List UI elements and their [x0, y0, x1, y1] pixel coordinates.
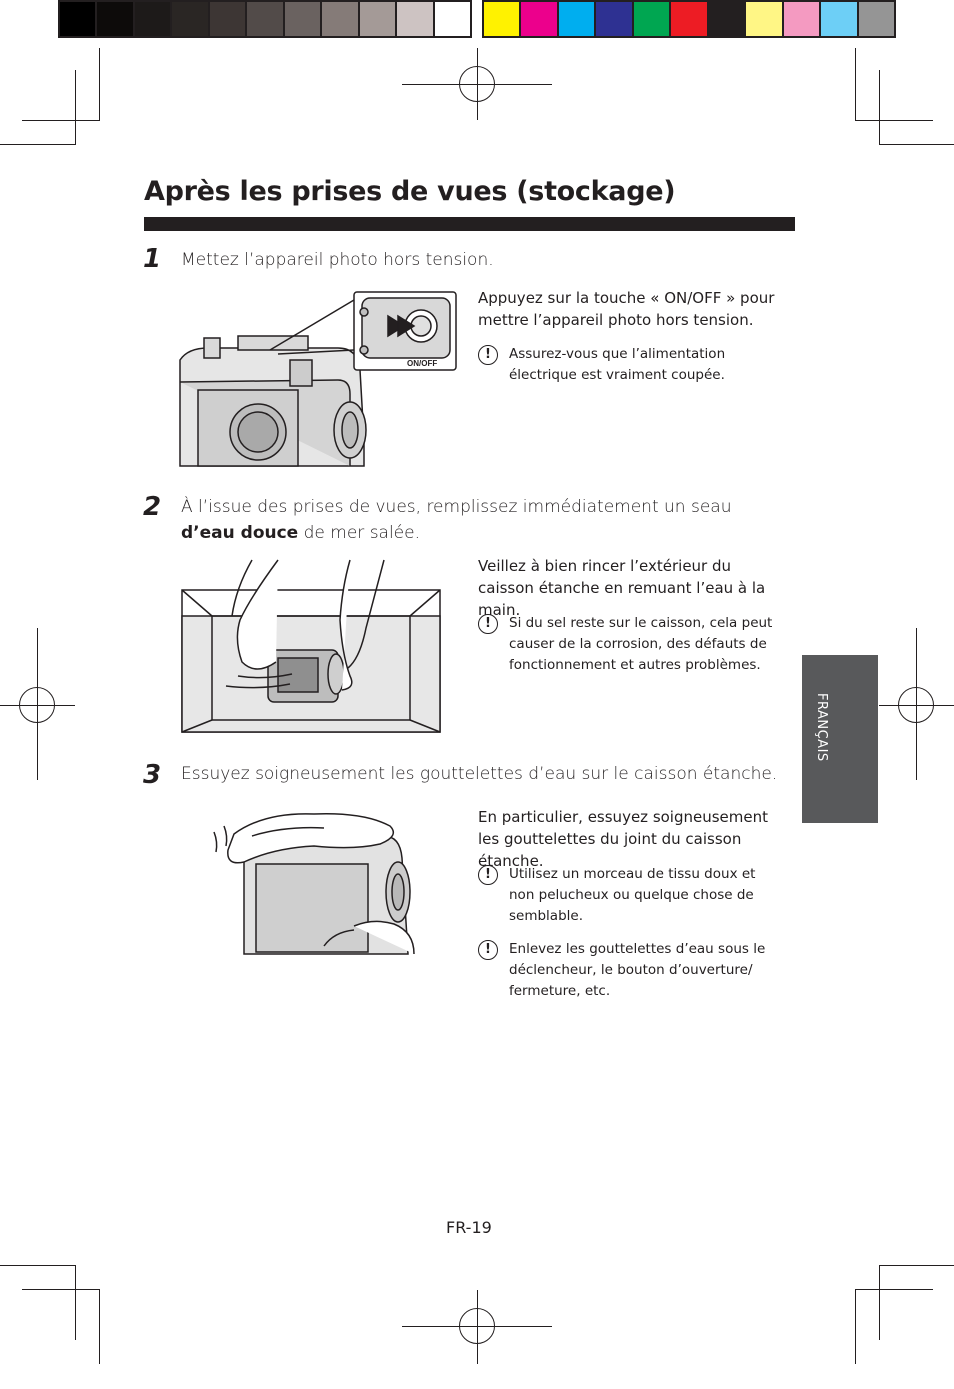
registration-mark	[898, 687, 934, 723]
caution-note-text: Utilisez un morceau de tissu doux et non…	[509, 866, 756, 924]
process-color-bar	[482, 0, 896, 38]
grayscale-color-bar	[58, 0, 472, 38]
step-text-emphasis: d’eau douce	[181, 523, 299, 543]
crop-mark	[99, 48, 100, 120]
caution-icon: !	[478, 614, 498, 634]
color-swatch	[783, 2, 820, 36]
color-swatch	[434, 2, 470, 36]
caution-note: ! Utilisez un morceau de tissu doux et n…	[478, 864, 778, 927]
caution-note: ! Assurez-vous que l’alimentation électr…	[478, 344, 778, 386]
page-title: Après les prises de vues (stockage)	[144, 176, 676, 207]
step-text: À l’issue des prises de vues, remplissez…	[181, 494, 787, 546]
crop-mark	[75, 1265, 76, 1340]
color-swatch	[708, 2, 745, 36]
crop-mark	[879, 1265, 880, 1340]
color-swatch	[821, 2, 857, 36]
color-swatch	[60, 2, 96, 36]
step-number: 2	[143, 492, 162, 522]
color-swatch	[134, 2, 171, 36]
step-description: Appuyez sur la touche « ON/OFF » pour me…	[478, 289, 775, 329]
caution-note-text: Assurez-vous que l’alimentation électriq…	[509, 346, 726, 383]
caution-icon: !	[478, 865, 498, 885]
crop-mark	[855, 120, 933, 121]
title-rule	[144, 217, 795, 231]
color-swatch	[633, 2, 670, 36]
caution-note-text: Si du sel reste sur le caisson, cela peu…	[509, 615, 773, 673]
color-swatch	[284, 2, 321, 36]
color-swatch	[247, 2, 283, 36]
wiping-housing-illustration	[213, 813, 415, 955]
crop-mark	[879, 1265, 954, 1266]
step-description: Veillez à bien rincer l’extérieur du cai…	[478, 557, 766, 619]
color-swatch	[397, 2, 433, 36]
color-swatch	[322, 2, 358, 36]
color-swatch	[746, 2, 782, 36]
color-swatch	[97, 2, 133, 36]
caution-icon: !	[478, 940, 498, 960]
registration-mark	[459, 66, 495, 102]
color-swatch	[558, 2, 595, 36]
caution-note: ! Enlevez les gouttelettes d’eau sous le…	[478, 939, 778, 1002]
page-number: FR-19	[446, 1218, 492, 1237]
caution-note: ! Si du sel reste sur le caisson, cela p…	[478, 613, 778, 676]
color-swatch	[671, 2, 707, 36]
step-description: En particulier, essuyez soigneusement le…	[478, 808, 769, 870]
language-tab: FRANÇAIS	[802, 655, 878, 823]
step-text-part: de mer salée.	[298, 523, 421, 543]
color-swatch	[209, 2, 246, 36]
crop-mark	[855, 1289, 856, 1364]
crop-mark	[879, 144, 954, 145]
crop-mark	[855, 48, 856, 120]
crop-mark	[855, 1289, 933, 1290]
registration-mark	[19, 687, 55, 723]
crop-mark	[0, 1265, 76, 1266]
registration-mark	[459, 1308, 495, 1344]
color-swatch	[484, 2, 520, 36]
camera-housing-power-illustration: ON/OFF	[179, 291, 457, 467]
step-number: 3	[143, 760, 162, 790]
color-swatch	[596, 2, 632, 36]
language-tab-label: FRANÇAIS	[814, 693, 829, 762]
color-swatch	[521, 2, 557, 36]
rinsing-in-water-tank-illustration	[181, 559, 441, 733]
crop-mark	[99, 1289, 100, 1364]
crop-mark	[75, 70, 76, 145]
color-swatch	[359, 2, 396, 36]
crop-mark	[879, 70, 880, 145]
color-swatch	[172, 2, 208, 36]
caution-note-text: Enlevez les gouttelettes d’eau sous le d…	[509, 941, 766, 999]
step-text: Mettez l’appareil photo hors tension.	[181, 250, 494, 270]
svg-text:ON/OFF: ON/OFF	[407, 359, 437, 368]
crop-mark	[0, 144, 76, 145]
crop-mark	[22, 120, 100, 121]
step-number: 1	[143, 244, 162, 274]
step-text: Essuyez soigneusement les gouttelettes d…	[181, 764, 778, 784]
step-text-part: À l’issue des prises de vues, remplissez…	[181, 497, 732, 517]
caution-icon: !	[478, 345, 498, 365]
color-swatch	[858, 2, 894, 36]
crop-mark	[22, 1289, 100, 1290]
